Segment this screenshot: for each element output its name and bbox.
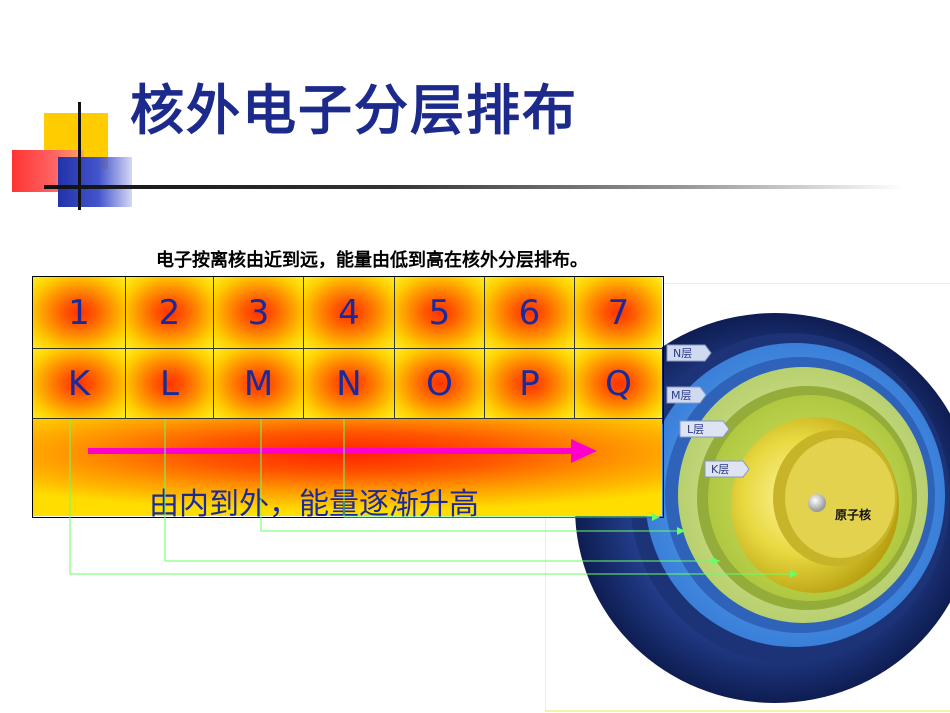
shell-letter-cell: N	[304, 349, 395, 419]
decor-blue-square	[58, 157, 132, 207]
shell-label-n: N层	[666, 344, 712, 362]
shell-number-cell: 5	[395, 277, 485, 349]
energy-caption: 由内到外，能量逐渐升高	[149, 487, 479, 522]
shell-number-cell: 6	[485, 277, 575, 349]
title-underline	[44, 185, 904, 189]
energy-arrow-cell: 由内到外，能量逐渐升高	[33, 419, 662, 522]
shell-table: 1 2 3 4 5 6 7 K L M N O P Q 由内到外，能量逐渐升高	[32, 276, 664, 522]
shell-label-m-text: M层	[671, 389, 692, 402]
shell-number-cell: 3	[214, 277, 304, 349]
shell-letter-cell: Q	[575, 349, 662, 419]
shell-label-m: M层	[666, 386, 707, 404]
shell-label-n-text: N层	[673, 347, 692, 360]
shell-label-l-text: L层	[687, 423, 704, 436]
shell-label-l: L层	[679, 420, 730, 438]
shell-letter-cell: M	[214, 349, 304, 419]
shell-letter-cell: K	[33, 349, 126, 419]
shell-number-cell: 7	[575, 277, 662, 349]
shell-number-cell: 1	[33, 277, 126, 349]
shell-letter-cell: O	[395, 349, 485, 419]
nucleus-label: 原子核	[835, 507, 871, 522]
slide-title: 核外电子分层排布	[130, 79, 578, 142]
slide-subtitle: 电子按离核由近到远，能量由低到高在核外分层排布。	[156, 250, 588, 271]
shell-number-cell: 4	[304, 277, 395, 349]
shell-letter-cell: P	[485, 349, 575, 419]
shell-label-k-text: K层	[711, 463, 729, 476]
shell-number-cell: 2	[126, 277, 214, 349]
shell-letter-cell: L	[126, 349, 214, 419]
decor-vertical-line	[78, 102, 81, 210]
shell-label-k: K层	[704, 460, 750, 478]
